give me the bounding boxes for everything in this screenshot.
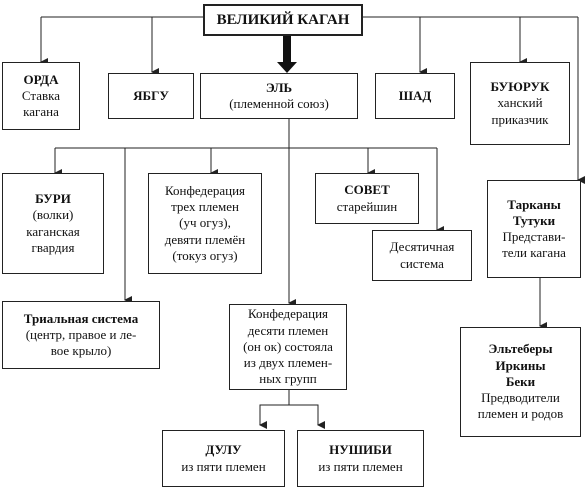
node-buri-line-1: (волки) — [32, 207, 74, 223]
connector-el-bus — [55, 118, 437, 149]
node-confederation-three-line-3: (уч огуз), — [179, 215, 231, 231]
node-dulu-title: ДУЛУ — [205, 442, 242, 458]
node-buri-line-3: гвардия — [31, 239, 75, 255]
node-eltebers-line-2: племен и родов — [477, 406, 564, 422]
node-eltebers-title-1: Эльтеберы — [488, 341, 553, 357]
node-confederation-ten-line-3: (он ок) состояла — [243, 338, 333, 354]
main-arrow-kagan-to-el — [277, 36, 297, 73]
node-buyuruk-line-1: ханский — [497, 95, 543, 111]
node-tarkhans-title-2: Тутуки — [512, 212, 556, 228]
node-nushibi-title: НУШИБИ — [329, 442, 392, 458]
node-dulu: ДУЛУ из пяти племен — [162, 430, 285, 487]
arrow-to-dulu — [259, 390, 290, 429]
node-confederation-three-line-5: (токуз огуз) — [172, 247, 238, 263]
node-buyuruk-title: БУЮРУК — [490, 79, 550, 95]
node-orda-line-1: Ставка — [21, 87, 61, 103]
node-trial-system-title: Триальная система — [23, 310, 139, 326]
node-council-title: СОВЕТ — [344, 182, 390, 198]
node-confederation-ten-line-5: ных групп — [259, 371, 317, 387]
node-tarkhans-title-1: Тарканы — [507, 196, 561, 212]
node-confederation-three-line-1: Конфедерация — [164, 182, 246, 198]
node-buri: БУРИ (волки) каганская гвардия — [2, 173, 104, 274]
node-great-kagan-title: ВЕЛИКИЙ КАГАН — [216, 11, 350, 28]
node-buyuruk: БУЮРУК ханский приказчик — [470, 62, 570, 145]
node-confederation-three: Конфедерация трех племен (уч огуз), девя… — [148, 173, 262, 274]
node-yabgu: ЯБГУ — [108, 73, 194, 119]
node-council-line-1: старейшин — [336, 198, 398, 214]
node-tarkhans: Тарканы Тутуки Представи- тели кагана — [487, 180, 581, 278]
node-orda-title: ОРДА — [23, 71, 59, 87]
arrow-to-nushibi — [289, 404, 325, 429]
node-trial-system: Триальная система (центр, правое и ле- в… — [2, 301, 160, 369]
node-confederation-ten-line-1: Конфедерация — [247, 306, 329, 322]
node-confederation-ten: Конфедерация десяти племен (он ок) состо… — [229, 304, 347, 390]
node-decimal-system-line-2: система — [400, 255, 444, 271]
node-nushibi: НУШИБИ из пяти племен — [297, 430, 424, 487]
node-shad-title: ШАД — [398, 87, 432, 103]
node-buri-line-2: каганская — [26, 223, 80, 239]
node-trial-system-line-2: вое крыло) — [50, 343, 112, 359]
node-confederation-three-line-2: трех племен — [171, 199, 239, 215]
node-nushibi-line-1: из пяти племен — [318, 458, 403, 474]
node-el: ЭЛЬ (племенной союз) — [200, 73, 358, 119]
node-buyuruk-line-2: приказчик — [491, 111, 549, 127]
node-eltebers: Эльтеберы Иркины Беки Предводители племе… — [460, 327, 581, 437]
node-eltebers-title-2: Иркины — [495, 357, 546, 373]
node-great-kagan: ВЕЛИКИЙ КАГАН — [203, 4, 363, 36]
node-dulu-line-1: из пяти племен — [181, 458, 266, 474]
node-trial-system-line-1: (центр, правое и ле- — [25, 326, 137, 342]
node-confederation-ten-line-2: десяти племен — [247, 322, 329, 338]
node-buri-title: БУРИ — [35, 191, 71, 206]
node-shad: ШАД — [375, 73, 455, 119]
node-tarkhans-line-1: Представи- — [502, 229, 566, 244]
node-decimal-system: Десятичная система — [372, 230, 472, 281]
node-council: СОВЕТ старейшин — [315, 173, 419, 224]
node-orda-line-2: кагана — [23, 104, 59, 120]
node-yabgu-title: ЯБГУ — [133, 87, 169, 103]
node-orda: ОРДА Ставка кагана — [2, 62, 80, 130]
node-confederation-three-line-4: девяти племён — [164, 231, 246, 247]
node-el-title: ЭЛЬ — [265, 79, 293, 95]
node-confederation-ten-line-4: из двух племен- — [243, 355, 333, 371]
node-eltebers-line-1: Предводители — [481, 390, 560, 406]
node-eltebers-title-3: Беки — [505, 373, 536, 389]
node-decimal-system-line-1: Десятичная — [389, 239, 455, 255]
node-el-line-1: (племенной союз) — [229, 96, 329, 111]
node-tarkhans-line-2: тели кагана — [502, 245, 566, 261]
